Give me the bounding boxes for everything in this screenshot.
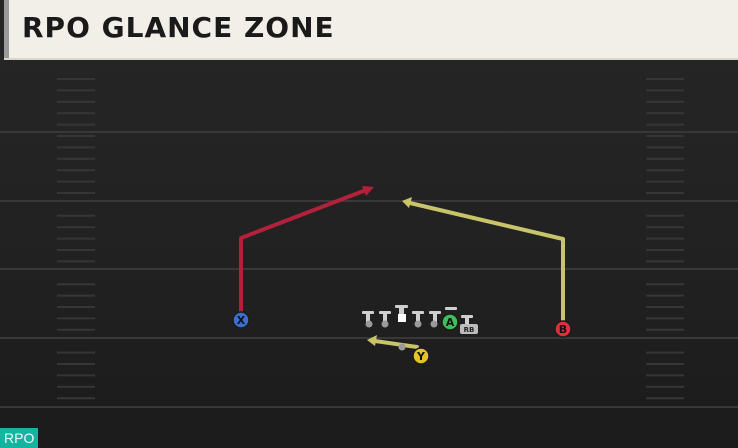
lineman-lg bbox=[379, 311, 391, 328]
qb bbox=[398, 343, 406, 351]
title-accent bbox=[4, 0, 9, 58]
offensive-line bbox=[362, 305, 473, 328]
x-route bbox=[239, 188, 368, 320]
play-title: RPO GLANCE ZONE bbox=[22, 11, 335, 44]
player-rb: RB bbox=[460, 324, 478, 334]
y-route bbox=[373, 339, 419, 349]
player-a: A bbox=[441, 313, 459, 331]
lineman-lt bbox=[362, 311, 374, 328]
x-route-arrowhead bbox=[362, 186, 374, 196]
player-rb-label: RB bbox=[464, 326, 475, 334]
lineman-rg bbox=[412, 311, 424, 328]
player-rb-marker bbox=[460, 324, 478, 334]
b-route bbox=[408, 201, 565, 329]
hash-marks bbox=[57, 78, 684, 400]
yard-lines bbox=[0, 131, 738, 408]
lineman-center bbox=[395, 305, 408, 322]
player-b: B bbox=[554, 320, 572, 338]
title-bar: RPO GLANCE ZONE bbox=[4, 0, 738, 58]
player-b-marker bbox=[554, 320, 572, 338]
player-y-marker bbox=[412, 347, 430, 365]
player-y-label: Y bbox=[416, 350, 426, 363]
rpo-badge: RPO bbox=[0, 428, 39, 448]
qb-marker bbox=[398, 343, 406, 351]
b-route-arrowhead bbox=[402, 197, 412, 208]
player-a-label: A bbox=[446, 316, 455, 329]
lineman-te bbox=[445, 307, 473, 324]
lineman-rt bbox=[429, 311, 441, 328]
player-y: Y bbox=[412, 347, 430, 365]
player-x-label: X bbox=[237, 314, 246, 327]
routes bbox=[239, 186, 565, 349]
player-b-label: B bbox=[559, 323, 567, 336]
player-a-marker bbox=[441, 313, 459, 331]
player-x: X bbox=[232, 311, 250, 329]
player-x-marker bbox=[232, 311, 250, 329]
y-route-arrowhead bbox=[367, 335, 377, 346]
